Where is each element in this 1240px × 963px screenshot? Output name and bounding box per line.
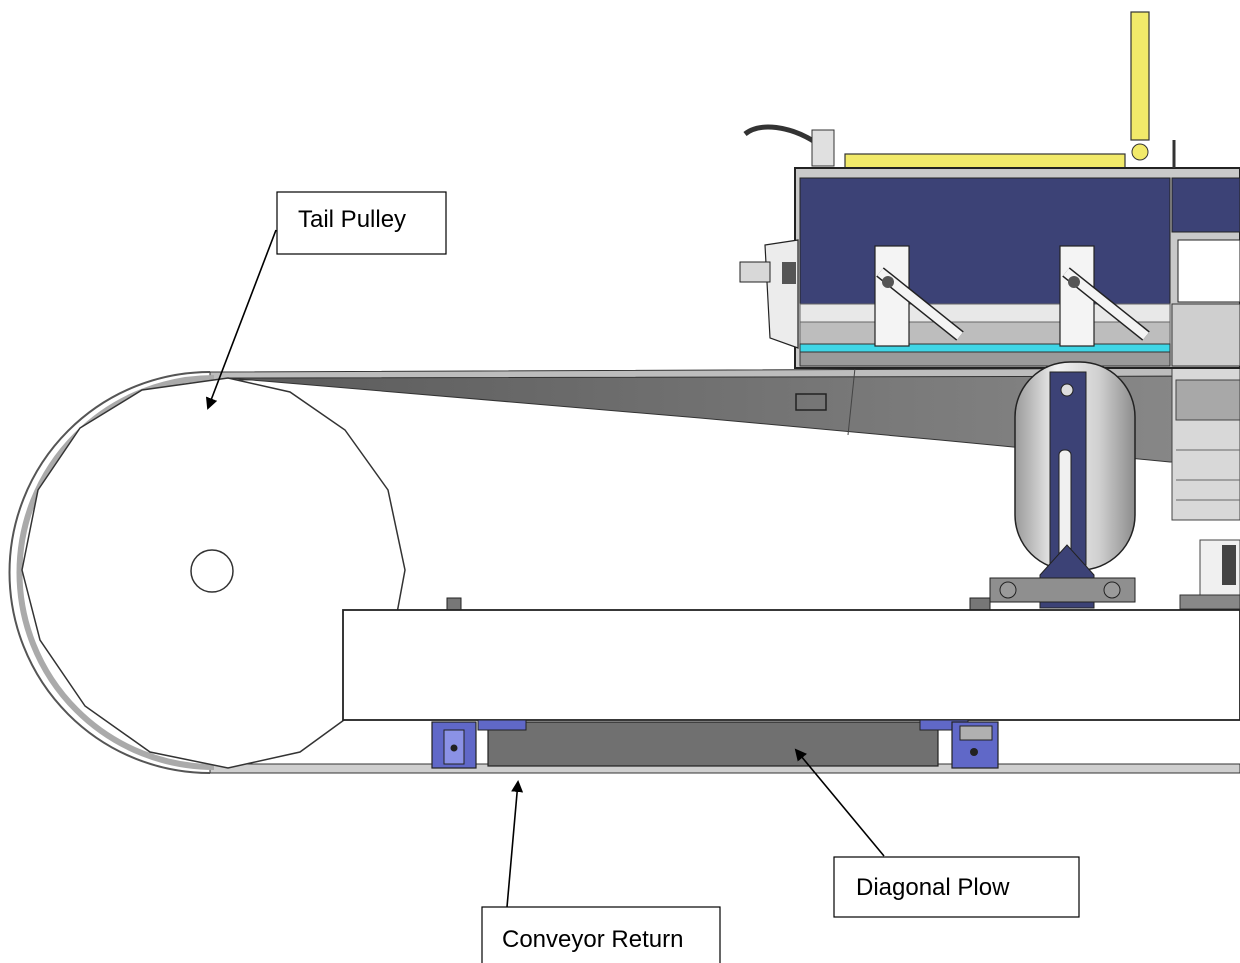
skirt-wedge (227, 375, 1240, 463)
diagonal-plow-arrow-icon (794, 748, 885, 857)
conveyor-return-label: Conveyor Return (502, 926, 683, 953)
tail-pulley-arrow-icon (205, 229, 277, 410)
tail-pulley (21, 377, 406, 769)
diagonal-plow (477, 719, 969, 767)
plow-bracket-right (951, 721, 999, 769)
tail-pulley-label: Tail Pulley (298, 206, 406, 233)
hopper-box (739, 11, 1240, 369)
diagonal-plow-label: Diagonal Plow (856, 874, 1010, 901)
right-structure (1171, 339, 1240, 611)
plow-bracket-left (431, 721, 477, 769)
frame-bed (342, 609, 1240, 721)
conveyor-return-arrow-icon (506, 780, 524, 908)
callout-diagonal-plow: Diagonal Plow (794, 748, 1080, 918)
callout-tail-pulley: Tail Pulley (205, 191, 447, 410)
idler-roller (446, 361, 1136, 611)
pulley-hub (190, 549, 234, 593)
callout-conveyor-return: Conveyor Return (481, 780, 721, 963)
